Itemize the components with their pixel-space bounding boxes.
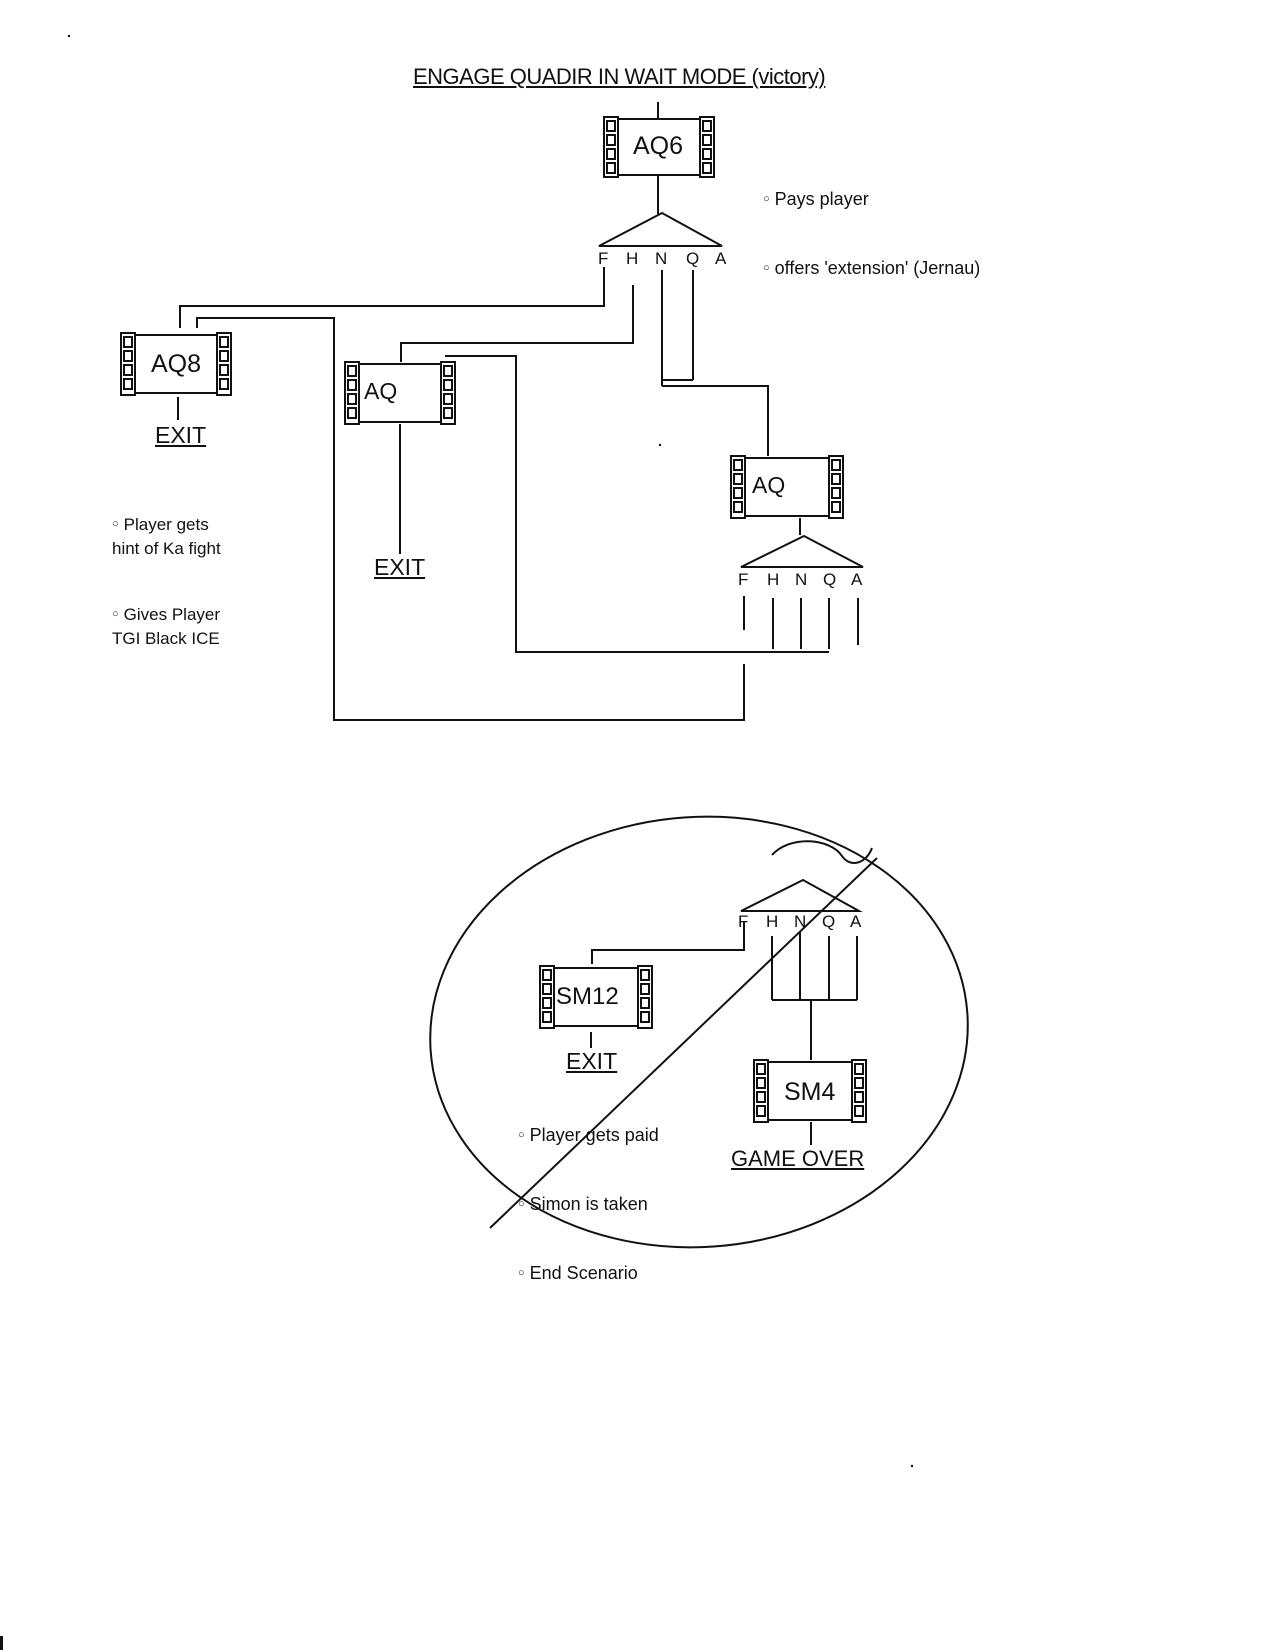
aq6-notes: Pays player offers 'extension' (Jernau) <box>763 144 981 304</box>
node-aq6-label: AQ6 <box>633 132 684 160</box>
choice-q: Q <box>822 912 836 931</box>
choice-triangle-aq6 <box>598 211 723 247</box>
choice-triangle-circled <box>740 878 863 912</box>
choice-a: A <box>850 912 862 931</box>
choice-triangle-aq-right <box>740 534 864 568</box>
choice-q: Q <box>823 570 837 589</box>
aq8-notes: Player gets hint of Ka fight Gives Playe… <box>112 470 221 672</box>
circled-section <box>429 815 969 1249</box>
note-item: Player gets paid <box>518 1124 659 1149</box>
choice-a: A <box>851 570 863 589</box>
choice-a: A <box>715 249 727 268</box>
aq8-exit-label: EXIT <box>155 422 207 448</box>
choice-f: F <box>738 912 749 931</box>
crossed-out-circle <box>429 815 969 1249</box>
node-aq-middle-label: AQ <box>364 378 398 404</box>
node-sm12-label: SM12 <box>556 983 619 1010</box>
branch-triangles <box>598 211 864 912</box>
node-aq-right-box <box>730 455 844 519</box>
node-sm4-label: SM4 <box>784 1078 836 1106</box>
scribble-mark <box>771 840 873 864</box>
note-item: Player gets hint of Ka fight <box>112 514 221 560</box>
note-item: offers 'extension' (Jernau) <box>763 257 981 282</box>
game-over-label: GAME OVER <box>731 1146 865 1171</box>
scan-specks <box>0 34 914 1650</box>
choice-h: H <box>767 570 780 589</box>
node-aq8-box <box>120 332 232 396</box>
choice-f: F <box>598 249 609 268</box>
choice-n: N <box>795 570 808 589</box>
choice-n: N <box>655 249 668 268</box>
choice-f: F <box>738 570 749 589</box>
node-sm12-box <box>539 965 653 1029</box>
choice-n: N <box>794 912 807 931</box>
note-item: Gives Player TGI Black ICE <box>112 604 221 650</box>
aq-middle-exit-label: EXIT <box>374 554 426 580</box>
diagram-title: ENGAGE QUADIR IN WAIT MODE (victory) <box>413 64 826 89</box>
node-aq6-box <box>603 116 715 178</box>
cross-out-line <box>489 857 878 1229</box>
note-item: Simon is taken <box>518 1193 659 1218</box>
note-item: Pays player <box>763 188 980 213</box>
connector-lines <box>177 102 859 721</box>
node-sm4-box <box>753 1059 867 1123</box>
sm12-exit-label: EXIT <box>566 1048 618 1074</box>
node-aq-middle-box <box>344 361 456 425</box>
choice-h: H <box>626 249 639 268</box>
note-item: End Scenario <box>518 1262 659 1287</box>
sm12-notes: Player gets paid Simon is taken End Scen… <box>518 1080 659 1309</box>
choice-h: H <box>766 912 779 931</box>
choice-q: Q <box>686 249 700 268</box>
node-aq8-label: AQ8 <box>151 350 202 378</box>
node-aq-right-label: AQ <box>752 472 786 498</box>
